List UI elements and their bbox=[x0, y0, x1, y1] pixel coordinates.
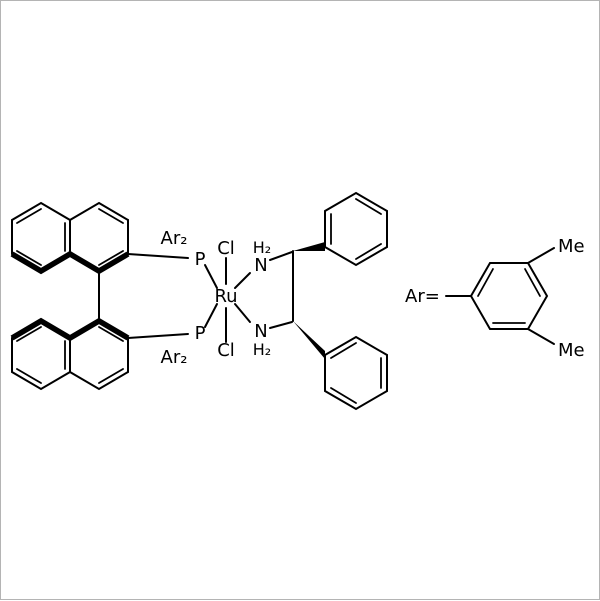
cl-label-top: Cl bbox=[217, 238, 235, 259]
me-label-bottom: Me bbox=[558, 340, 585, 361]
ar2-label-top: Ar₂ bbox=[161, 228, 188, 249]
naphthyl-p-bond-bottom bbox=[127, 333, 189, 339]
double-bond bbox=[16, 250, 42, 266]
p-ru-bond-bottom bbox=[204, 303, 218, 328]
double-bond bbox=[355, 198, 382, 215]
ar-definition: Ar= Me Me bbox=[405, 236, 585, 361]
ru-n-bond-bottom bbox=[234, 303, 251, 323]
n-c-bond-bottom bbox=[269, 321, 293, 329]
cl-label-bottom: Cl bbox=[217, 340, 235, 361]
xylyl-benzene-ring bbox=[469, 262, 549, 330]
methyl-bond-top bbox=[527, 247, 555, 264]
h2-label-top: H₂ bbox=[253, 238, 271, 257]
double-bond bbox=[330, 387, 357, 404]
double-bond bbox=[98, 250, 124, 266]
double-bond bbox=[355, 243, 382, 260]
double-bond bbox=[16, 368, 42, 384]
wedge-bond-bottom-phenyl bbox=[293, 321, 325, 359]
bold-stereo-rim-top bbox=[10, 250, 130, 275]
bold-stereo-rim-bottom bbox=[10, 317, 130, 342]
p-ru-bond-top bbox=[204, 264, 218, 289]
benzene-ring bbox=[324, 335, 388, 411]
me-label-top: Me bbox=[558, 236, 585, 257]
n-label-bottom: N bbox=[254, 321, 267, 342]
wedge-bond-top-phenyl bbox=[293, 242, 325, 251]
naphthyl-p-bond-top bbox=[127, 253, 189, 259]
ar-equals-label: Ar= bbox=[405, 286, 440, 307]
benzene-ring bbox=[324, 191, 388, 267]
double-bond bbox=[477, 268, 494, 297]
double-bond bbox=[524, 268, 541, 297]
phenyl-ring-top bbox=[324, 191, 388, 267]
binaphthyl-backbone bbox=[10, 201, 130, 391]
ru-center: Ru Cl Cl bbox=[214, 238, 237, 361]
double-bond bbox=[98, 326, 124, 342]
methyl-bond-bottom bbox=[527, 328, 555, 345]
p-label-bottom: P bbox=[195, 323, 206, 344]
h2-label-bottom: H₂ bbox=[253, 340, 271, 359]
double-bond bbox=[16, 326, 42, 342]
ar2-label-bottom: Ar₂ bbox=[161, 347, 188, 368]
double-bond bbox=[98, 368, 124, 384]
n-label-top: N bbox=[254, 255, 267, 276]
p-label-top: P bbox=[195, 249, 206, 270]
double-bond bbox=[16, 208, 42, 224]
double-bond bbox=[330, 342, 357, 359]
diamine-chelate: H₂ N N H₂ bbox=[234, 238, 325, 359]
phenyl-ring-bottom bbox=[324, 335, 388, 411]
ru-label: Ru bbox=[214, 286, 237, 307]
phosphine-arms: Ar₂ P P Ar₂ bbox=[127, 228, 218, 368]
n-c-bond-top bbox=[269, 251, 293, 261]
ru-n-bond-top bbox=[234, 272, 251, 289]
double-bond bbox=[98, 208, 124, 224]
